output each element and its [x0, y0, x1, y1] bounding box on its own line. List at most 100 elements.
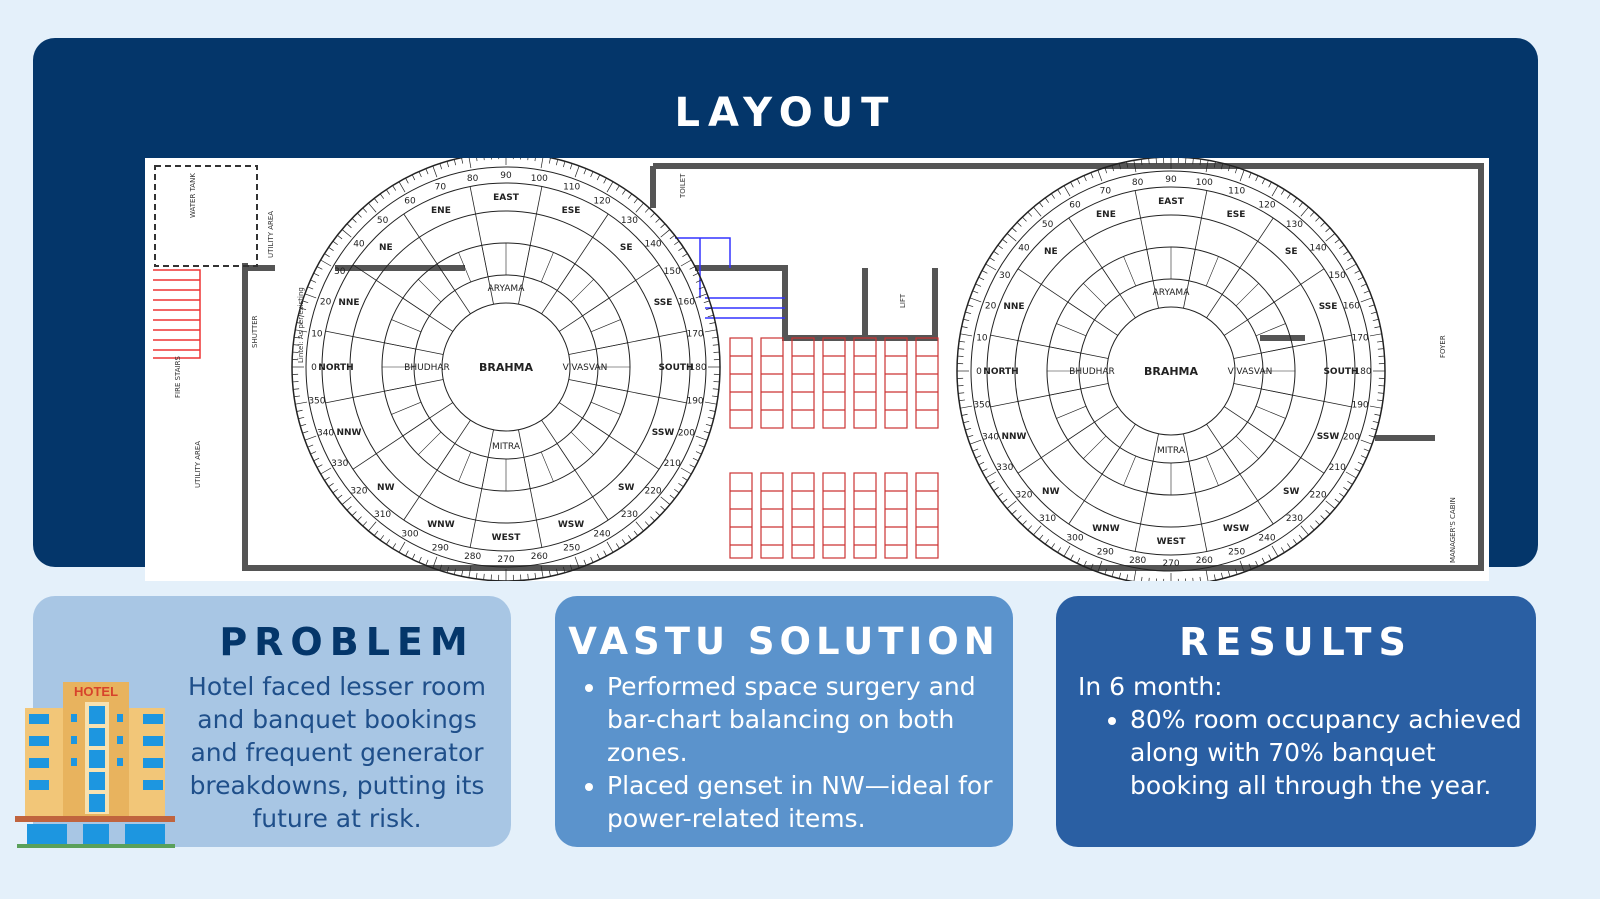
degree-label: 340 [982, 433, 999, 443]
degree-tick [295, 401, 308, 405]
degree-tick [1063, 545, 1071, 557]
degree-tick [569, 163, 573, 170]
parking-stall [884, 472, 908, 559]
solution-title: VASTU SOLUTION [568, 620, 1000, 663]
degree-tick [439, 564, 443, 571]
pada-divider [590, 319, 621, 333]
degree-label: 290 [1097, 547, 1114, 557]
degree-label: 310 [1039, 514, 1056, 524]
compass-label: SE [1285, 247, 1298, 257]
degree-tick [1334, 498, 1340, 504]
compass-label: SW [1283, 487, 1299, 497]
degree-tick [302, 300, 309, 304]
degree-tick [635, 521, 644, 532]
degree-tick [1347, 257, 1353, 262]
degree-tick [298, 314, 305, 318]
degree-tick [1320, 222, 1326, 227]
degree-tick [548, 157, 551, 164]
degree-tick [660, 496, 671, 505]
degree-tick [590, 556, 594, 563]
degree-tick [596, 553, 601, 560]
pada-divider [556, 263, 576, 291]
pada-divider [523, 457, 531, 489]
degree-tick [680, 259, 692, 267]
degree-label: 20 [320, 297, 332, 307]
degree-tick [1239, 560, 1245, 573]
degree-tick [446, 161, 450, 168]
degree-tick [341, 496, 352, 505]
degree-tick [615, 185, 620, 191]
degree-tick [978, 461, 985, 466]
pada-divider [402, 417, 430, 437]
compass-label: SSE [1319, 302, 1338, 312]
ring [441, 302, 571, 432]
degree-tick [316, 266, 323, 270]
degree-tick [405, 177, 409, 184]
compass-label: WNW [1092, 524, 1119, 534]
degree-tick [1325, 509, 1331, 515]
degree-tick [1292, 197, 1298, 203]
degree-label: 190 [1351, 400, 1368, 410]
degree-tick [1345, 471, 1357, 479]
degree-tick [1038, 534, 1044, 540]
degree-label: 320 [350, 486, 367, 496]
degree-tick [1033, 206, 1042, 217]
results-title: RESULTS [1179, 620, 1413, 664]
degree-tick [1347, 480, 1353, 485]
degree-label: 300 [1066, 533, 1083, 543]
degree-label: 80 [1132, 178, 1144, 188]
pada-divider [1083, 435, 1107, 459]
degree-tick [969, 297, 982, 303]
degree-tick [1133, 569, 1137, 582]
degree-tick [1320, 515, 1326, 520]
pada-divider [1049, 388, 1081, 396]
degree-tick [1148, 158, 1150, 165]
degree-tick [418, 171, 422, 178]
degree-label: 180 [689, 363, 706, 373]
degree-tick [972, 448, 979, 452]
degree-tick [972, 290, 979, 294]
parking-stall [853, 472, 877, 559]
degree-tick [298, 416, 305, 420]
degree-tick [1315, 520, 1320, 526]
pada-divider [384, 384, 416, 392]
degree-label: 60 [404, 197, 416, 207]
degree-label: 210 [1329, 463, 1346, 473]
degree-label: 270 [1162, 559, 1179, 569]
pada-divider [1221, 267, 1241, 295]
degree-label: 160 [678, 297, 695, 307]
degree-tick [534, 155, 537, 162]
degree-label: 30 [334, 267, 346, 277]
degree-tick [534, 572, 537, 579]
parking-grid [729, 337, 939, 559]
degree-tick [961, 413, 968, 416]
degree-tick [1339, 492, 1345, 498]
degree-tick [304, 435, 317, 441]
degree-tick [1354, 270, 1361, 274]
ring [1106, 306, 1236, 436]
degree-tick [1298, 202, 1304, 208]
degree-tick [1227, 165, 1231, 172]
degree-tick [1033, 525, 1042, 536]
degree-tick [362, 521, 368, 527]
solution-list: Performed space surgery and bar-chart ba… [567, 670, 1003, 835]
zone-divider [1017, 406, 1119, 474]
degree-label: 20 [985, 301, 997, 311]
degree-tick [337, 234, 343, 240]
degree-tick [963, 420, 970, 424]
degree-tick [1377, 392, 1384, 394]
ring [349, 210, 663, 524]
degree-tick [1325, 233, 1336, 242]
degree-label: 0 [976, 367, 982, 377]
degree-label: 200 [678, 429, 695, 439]
degree-tick [548, 570, 551, 577]
degree-tick [650, 212, 655, 218]
degree-tick [1300, 206, 1309, 217]
pada-divider [1101, 447, 1121, 475]
degree-tick [1363, 448, 1370, 452]
degree-tick [703, 430, 710, 434]
degree-label: 220 [644, 486, 661, 496]
degree-tick [975, 283, 982, 287]
degree-tick [1334, 238, 1340, 244]
